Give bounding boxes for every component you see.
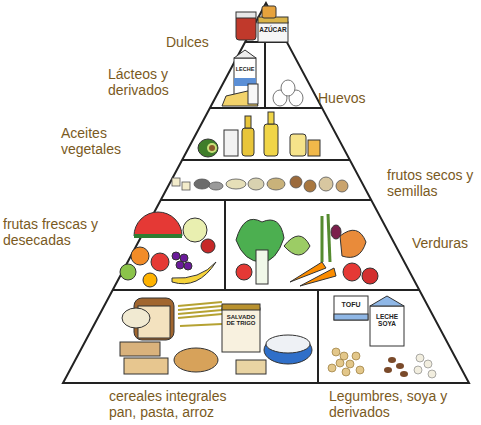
group-label: Verduras bbox=[412, 235, 478, 251]
group-label: cereales integrales pan, pasta, arroz bbox=[109, 388, 239, 420]
package-text: LECHE bbox=[233, 67, 257, 73]
group-label: Dulces bbox=[166, 34, 226, 50]
package-text: TOFU bbox=[334, 301, 368, 308]
group-label: Huevos bbox=[318, 90, 388, 106]
legumes-soy bbox=[328, 296, 436, 378]
dairy-foods bbox=[222, 50, 258, 106]
group-label: frutos secos y semillas bbox=[387, 167, 475, 199]
nuts-seeds bbox=[172, 176, 348, 192]
whole-grains bbox=[120, 298, 312, 374]
group-label: Legumbres, soya y derivados bbox=[329, 388, 449, 420]
group-label: frutas frescas y desecadas bbox=[3, 216, 105, 248]
vegetables bbox=[236, 214, 378, 286]
package-text: SALVADO DE TRIGO bbox=[223, 314, 259, 327]
package-text: LECHE SOYA bbox=[370, 314, 404, 328]
package-text: AZÚCAR bbox=[257, 27, 289, 34]
group-label: Aceites vegetales bbox=[61, 125, 151, 157]
sweets-jars bbox=[236, 6, 288, 42]
fruits bbox=[120, 212, 216, 287]
eggs bbox=[273, 80, 303, 106]
vegetable-oils bbox=[198, 112, 320, 157]
group-label: Lácteos y derivados bbox=[108, 66, 208, 98]
